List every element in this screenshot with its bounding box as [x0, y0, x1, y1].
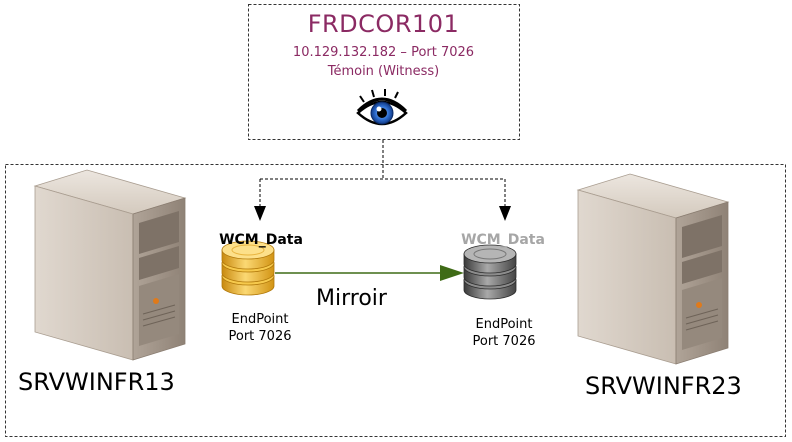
primary-server-name: SRVWINFR13 — [18, 368, 175, 396]
witness-box — [248, 4, 520, 140]
primary-database-label: WCM_Data — [219, 232, 303, 248]
witness-role: Témoin (Witness) — [327, 64, 440, 79]
arrow-head-primary — [254, 206, 266, 221]
server-tower-icon — [576, 173, 730, 365]
mirroring-label: Mirroir — [316, 286, 387, 311]
witness-server-name: FRDCOR101 — [307, 10, 460, 38]
primary-endpoint-port: Port 7026 — [228, 329, 292, 344]
mirror-endpoint: EndPoint Port 7026 — [444, 316, 564, 350]
witness-address: 10.129.132.182 – Port 7026 — [292, 45, 475, 60]
mirroring-arrow-head — [440, 265, 464, 281]
primary-endpoint-label: EndPoint — [231, 312, 289, 327]
mirror-endpoint-label: EndPoint — [475, 317, 533, 332]
database-gray-icon — [463, 244, 517, 300]
eye-icon — [356, 89, 408, 126]
mirroring-cluster-box — [5, 164, 786, 437]
primary-endpoint: EndPoint Port 7026 — [200, 311, 320, 345]
server-tower-icon — [33, 169, 187, 361]
arrow-head-mirror — [499, 206, 511, 221]
mirror-server-name: SRVWINFR23 — [585, 372, 742, 400]
mirror-endpoint-port: Port 7026 — [472, 334, 536, 349]
database-gold-icon — [221, 240, 275, 296]
mirror-database-label: WCM_Data — [461, 232, 545, 248]
